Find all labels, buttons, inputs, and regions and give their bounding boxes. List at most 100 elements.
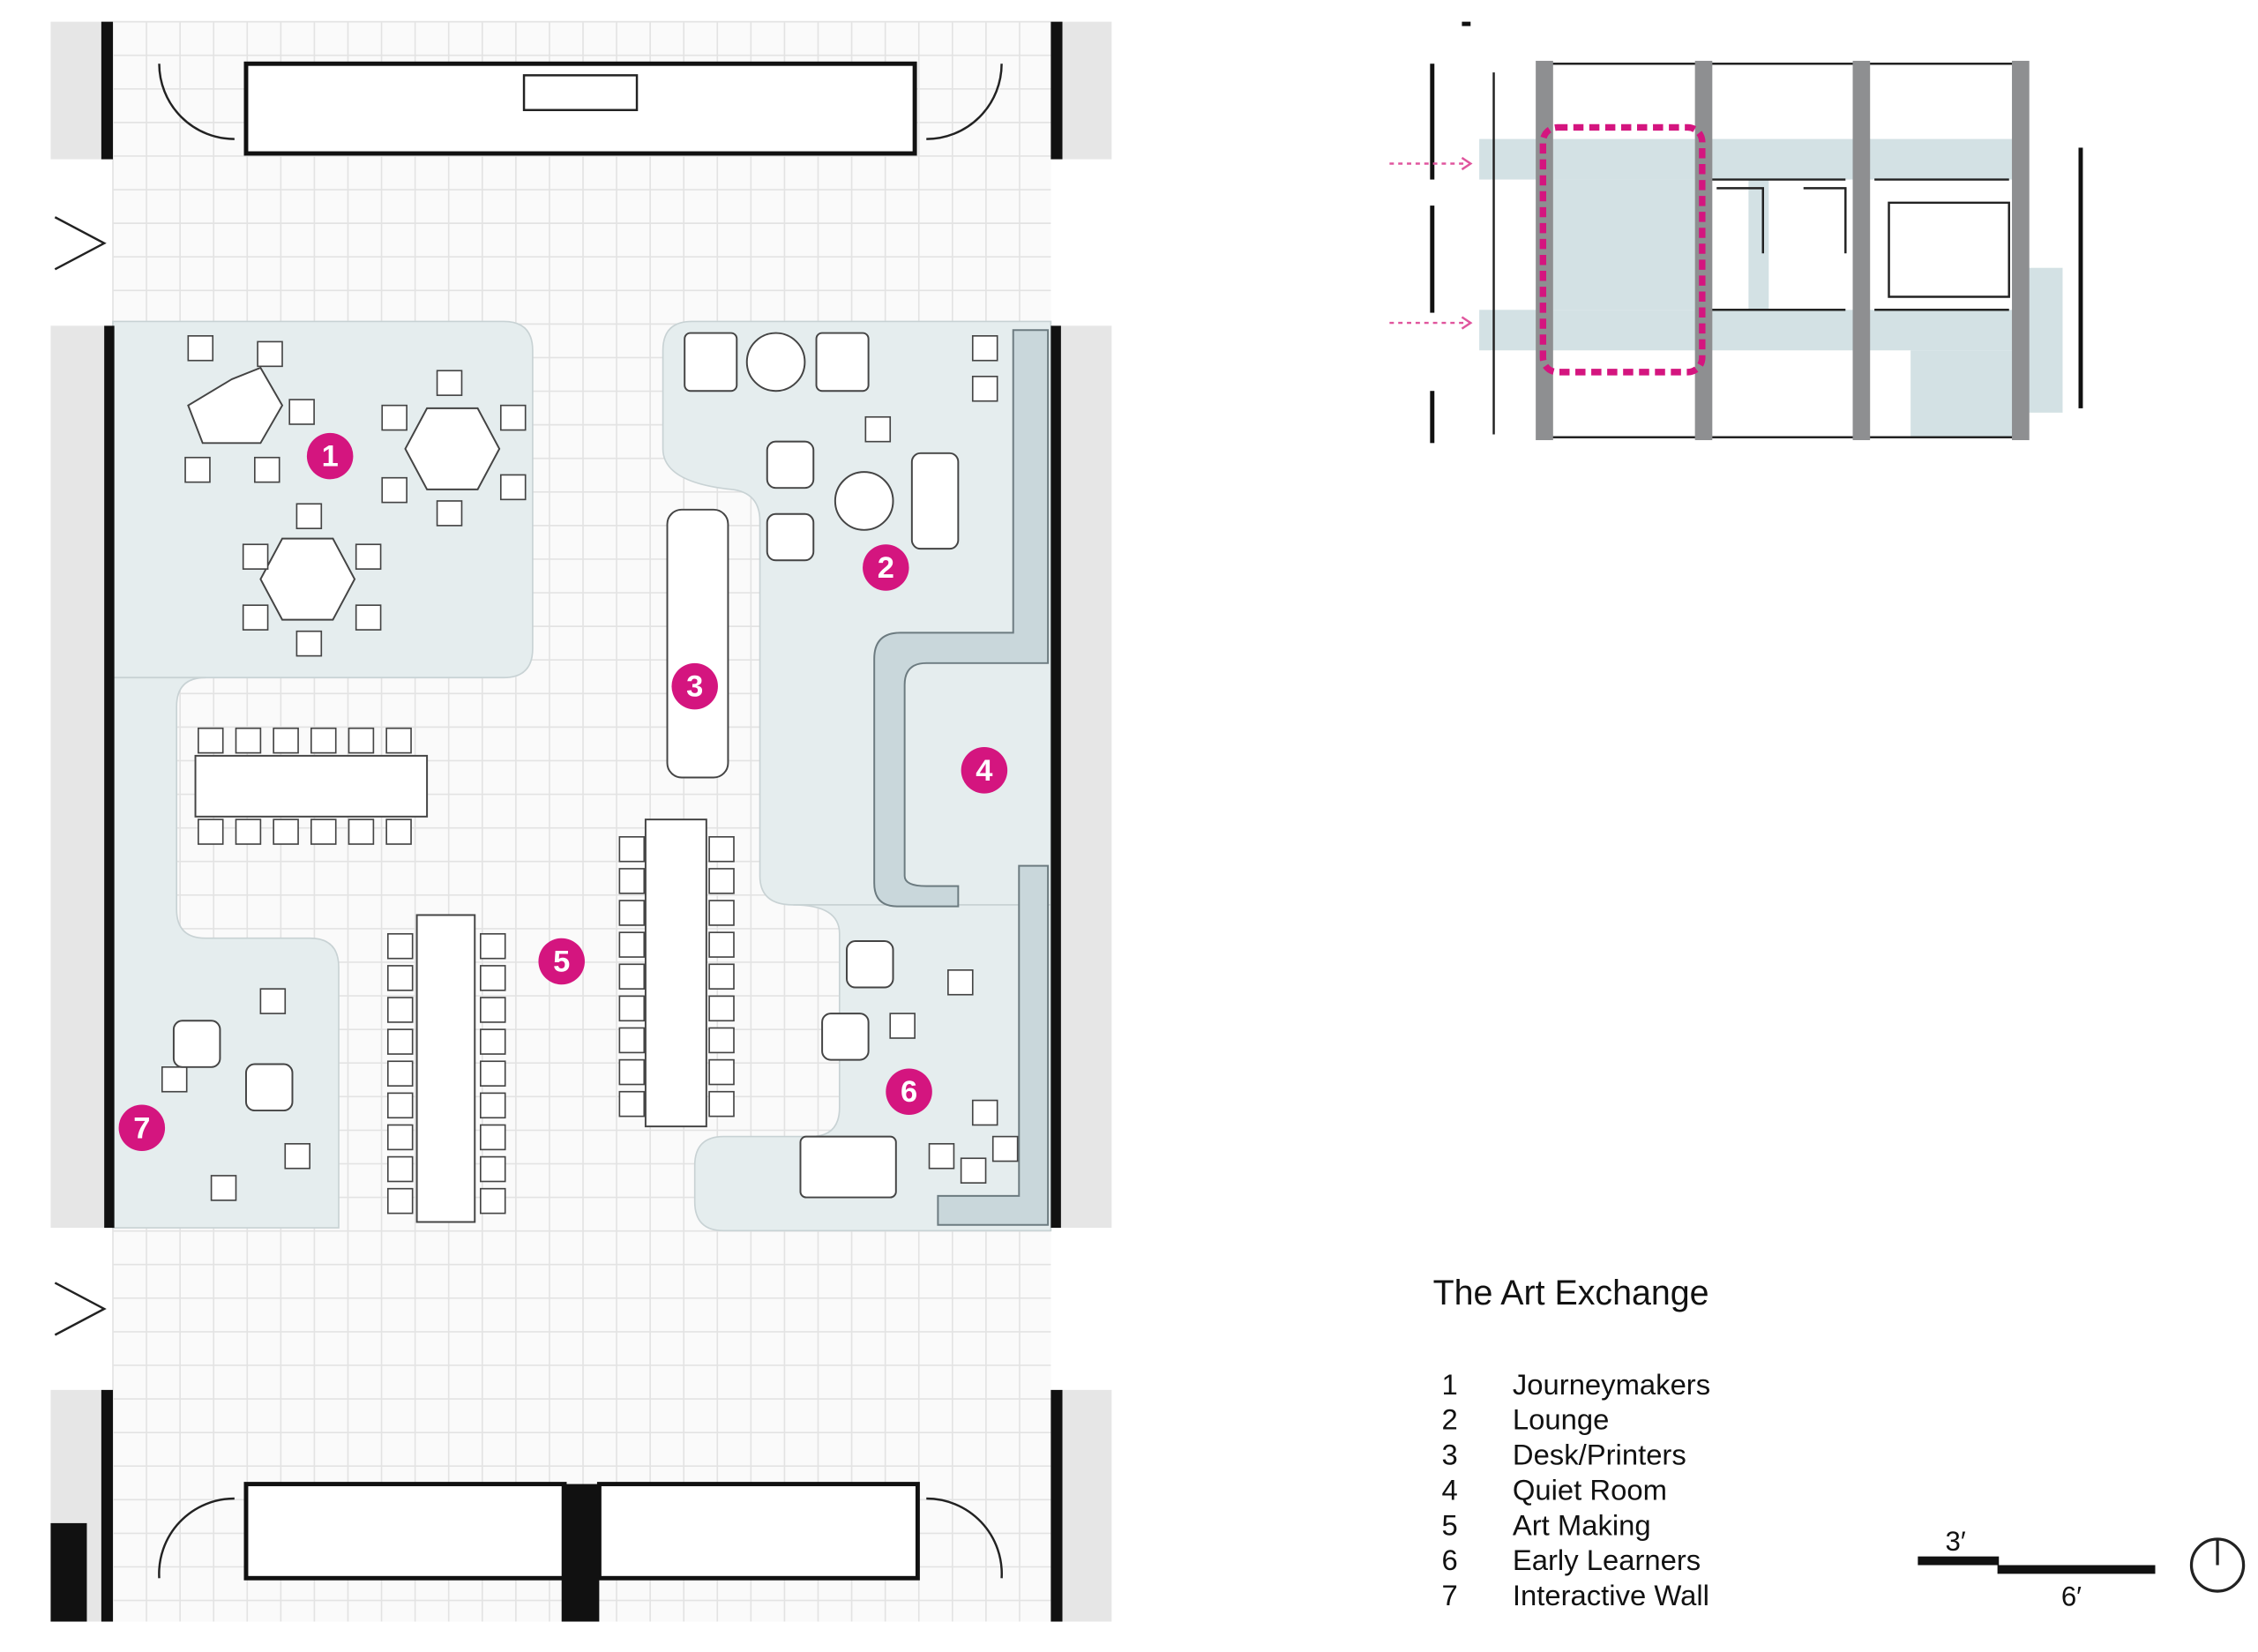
armchair [766,512,815,562]
chair [499,474,527,501]
chair [259,988,287,1014]
marker-circle [306,432,354,480]
chair [618,1090,646,1118]
chair [210,1175,237,1201]
chair [960,1157,987,1184]
bottom-display-case [243,1482,567,1581]
chair [480,1060,506,1087]
legend-number: 5 [1441,1508,1457,1541]
lounge-chair [815,332,870,392]
chair [618,1027,646,1054]
chair [480,932,506,960]
chair [436,500,463,527]
chair [708,900,735,926]
chair [381,404,407,431]
chair [928,1142,955,1170]
chair [480,1124,506,1151]
scale-label-long: 6′ [2061,1581,2082,1611]
chair [254,456,280,483]
marker-circle [863,544,909,591]
lounge-chair [684,332,738,392]
side-panel [1059,325,1112,1229]
key-plan-wall [2078,147,2083,408]
key-plan-column [2012,60,2030,441]
bottom-display-case [596,1482,920,1581]
chair [618,995,646,1022]
chair [385,727,412,754]
chair [971,375,998,402]
armchair [244,1063,294,1112]
chair [198,727,224,754]
chair [242,604,269,631]
legend-label: Art Making [1513,1508,1651,1541]
early-learners-sofa [799,1135,897,1199]
side-panel [50,21,105,160]
art-making-table [415,914,476,1223]
chair [184,456,211,483]
chair [386,1060,414,1087]
marker-number: 1 [322,440,339,474]
chair [198,819,224,845]
chair [386,1124,414,1151]
wall [101,1389,113,1622]
marker-circle [118,1104,166,1152]
chair [708,1027,735,1054]
wall [104,325,115,1229]
chair [436,370,463,396]
key-plan-wall [1430,206,1435,313]
chair [386,1187,414,1215]
scale-label-short: 3′ [1946,1526,1966,1557]
zone-marker-5: 5 [538,938,585,985]
legend-label: Journeymakers [1513,1368,1710,1401]
key-plan-art-exchange [1545,179,1695,310]
marker-number: 2 [878,551,894,585]
chair [386,965,414,991]
legend-label: Lounge [1513,1403,1609,1436]
chair [889,1013,916,1039]
legend-number: 7 [1441,1579,1457,1611]
quiet-room-bench [873,329,1050,908]
side-panel [1059,1389,1112,1622]
journeymakers-table [259,537,356,621]
key-plan-corridor [1479,310,2027,351]
display-sink [522,74,639,111]
armchair [172,1020,221,1068]
legend-number: 2 [1441,1403,1457,1436]
key-plan-column [1536,60,1553,441]
chairs [161,335,1019,1215]
legend-number: 6 [1441,1544,1457,1576]
chair [499,404,527,431]
art-making-table [644,819,707,1128]
door-swings [158,64,1003,1579]
entry-arrow-head [1461,156,1473,330]
chair [480,1187,506,1215]
marker-number: 5 [553,945,570,978]
chair [257,340,283,368]
chair [480,1155,506,1183]
chair [618,931,646,958]
chair [708,931,735,958]
chair [618,900,646,926]
scale-bar: 3′ 6′ [1918,1526,2156,1611]
chair [386,1092,414,1119]
wall [1050,1389,1063,1622]
chair [991,1135,1019,1162]
chair [618,1058,646,1086]
legend-number: 4 [1441,1473,1457,1506]
chair [235,819,262,845]
chair [284,1142,310,1170]
chair [385,819,412,845]
chair [355,543,382,570]
marker-circle [961,747,1008,794]
armchair [846,940,894,989]
chair [708,963,735,990]
wall [101,21,113,160]
chair [947,969,974,996]
chair [273,819,299,845]
zone-marker-1: 1 [306,432,354,480]
lounge-table [745,332,806,392]
